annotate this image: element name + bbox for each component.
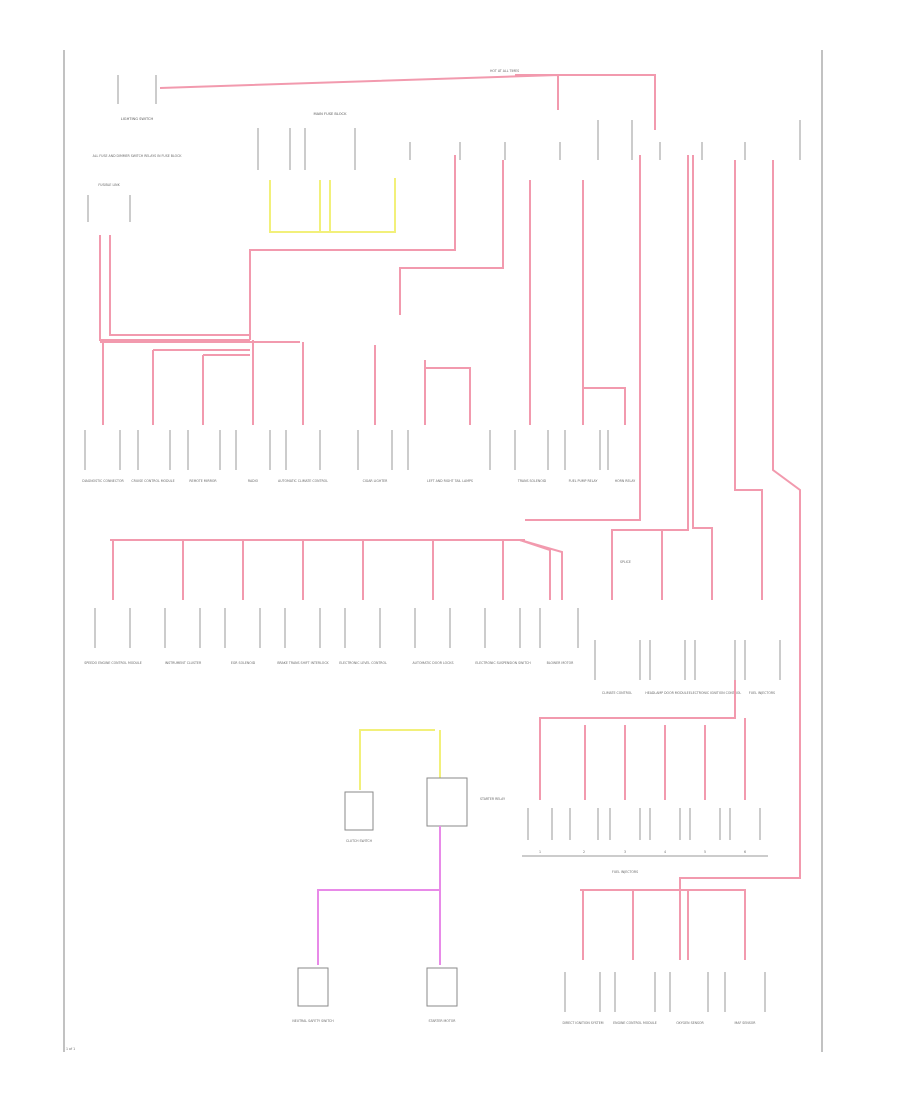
clutch-yellow	[359, 729, 435, 790]
row1-label-0: DIAGNOSTIC CONNECTOR	[82, 479, 124, 483]
row2-label-9: HEADLAMP DOOR MODULE	[645, 691, 688, 695]
starter-relay-box	[426, 777, 468, 827]
hot-feed-right	[515, 74, 656, 130]
lighting-switch-label: LIGHTING SWITCH	[121, 117, 154, 121]
diag-feed-b	[109, 235, 250, 336]
starter-relay-label: STARTER RELAY	[480, 797, 505, 801]
row1-label-9: HORN RELAY	[615, 479, 636, 483]
row2-label-6: ELECTRONIC SUSPENSION SWITCH	[475, 661, 531, 665]
row1-label-8: FUEL PUMP RELAY	[569, 479, 598, 483]
row2-label-8: CLIMATE CONTROL	[602, 691, 632, 695]
row2-label-7: BLOWER MOTOR	[547, 661, 574, 665]
br-label-0: DIRECT IGNITION SYSTEM	[562, 1021, 603, 1025]
row1-labels: DIAGNOSTIC CONNECTOR CRUISE CONTROL MODU…	[82, 479, 635, 483]
feed-mid	[399, 160, 504, 315]
starter-motor-box	[426, 967, 458, 1007]
br-label-2: OXYGEN SENSOR	[676, 1021, 704, 1025]
clutch-switch-box	[344, 791, 374, 831]
splice-label-right: SPLICE	[620, 560, 631, 564]
diagnostic-top-box: FUSIBLE LINK	[87, 183, 131, 222]
row1-label-6: LEFT AND RIGHT TAIL LAMPS	[427, 479, 473, 483]
lighting-switch-sub: ALL FUSE AND DIMMER SWITCH RELAYS IN FUS…	[93, 154, 183, 158]
row1-label-4: AUTOMATIC CLIMATE CONTROL	[278, 479, 328, 483]
row1-components	[84, 430, 641, 470]
row2-label-11: FUEL INJECTORS	[749, 691, 775, 695]
bottom-right-labels: DIRECT IGNITION SYSTEM ENGINE CONTROL MO…	[562, 1021, 756, 1025]
neutral-label: NEUTRAL SAFETY SWITCH	[292, 1019, 334, 1023]
bottom-bus	[580, 889, 746, 960]
row1-label-7: TRANS SOLENOID	[517, 479, 547, 483]
row2-components	[94, 608, 781, 680]
row2-label-0: SPEEDO ENGINE CONTROL MODULE	[84, 661, 142, 665]
row2-labels: SPEEDO ENGINE CONTROL MODULE INSTRUMENT …	[84, 661, 775, 695]
row1-label-3: RADIO	[248, 479, 259, 483]
row2-label-5: AUTOMATIC DOOR LOCKS	[413, 661, 454, 665]
inj-label-4: 5	[704, 850, 706, 854]
lighting-switch: LIGHTING SWITCH ALL FUSE AND DIMMER SWIT…	[93, 75, 183, 158]
injector-labels: 1 2 3 4 5 6	[539, 850, 746, 854]
inj-label-3: 4	[664, 850, 666, 854]
inj-label-2: 3	[624, 850, 626, 854]
starter-magenta	[317, 826, 441, 965]
hot-label: HOT AT ALL TIMES	[490, 69, 519, 73]
clutch-label: CLUTCH SWITCH	[346, 839, 373, 843]
br-label-3: MAF SENSOR	[735, 1021, 757, 1025]
feed-left-1	[249, 155, 456, 340]
diag-feed-a	[99, 235, 250, 341]
mid-feed	[525, 155, 641, 521]
row2-label-1: INSTRUMENT CLUSTER	[165, 661, 202, 665]
fusible-link-label: FUSIBLE LINK	[98, 183, 120, 187]
inj-label-0: 1	[539, 850, 541, 854]
row1-label-1: CRUISE CONTROL MODULE	[131, 479, 174, 483]
inj-label-5: 6	[744, 850, 746, 854]
top-power-bus	[159, 73, 559, 110]
fuel-injectors-label: FUEL INJECTORS	[612, 870, 638, 874]
row2-label-10: ELECTRONIC IGNITION CONTROL	[689, 691, 742, 695]
main-fuse-block: MAIN FUSE BLOCK	[257, 112, 356, 170]
fuse-row	[409, 120, 801, 160]
main-fuse-label: MAIN FUSE BLOCK	[314, 112, 348, 116]
yellow-loop	[269, 178, 396, 233]
bottom-right-components	[564, 972, 766, 1012]
inj-label-1: 2	[583, 850, 585, 854]
row2-label-2: EGR SOLENOID	[231, 661, 256, 665]
br-label-1: ENGINE CONTROL MODULE	[613, 1021, 657, 1025]
starter-motor-label: STARTER MOTOR	[428, 1019, 456, 1023]
page-number: 1 of 1	[66, 1047, 75, 1051]
row1-label-2: REMOTE MIRROR	[189, 479, 217, 483]
neutral-box	[297, 967, 329, 1007]
row2-label-3: BRAKE TRANS SHIFT INTERLOCK	[277, 661, 329, 665]
row2-label-4: ELECTRONIC LEVEL CONTROL	[339, 661, 387, 665]
injector-row	[522, 808, 768, 857]
row1-label-5: CIGAR LIGHTER	[363, 479, 389, 483]
